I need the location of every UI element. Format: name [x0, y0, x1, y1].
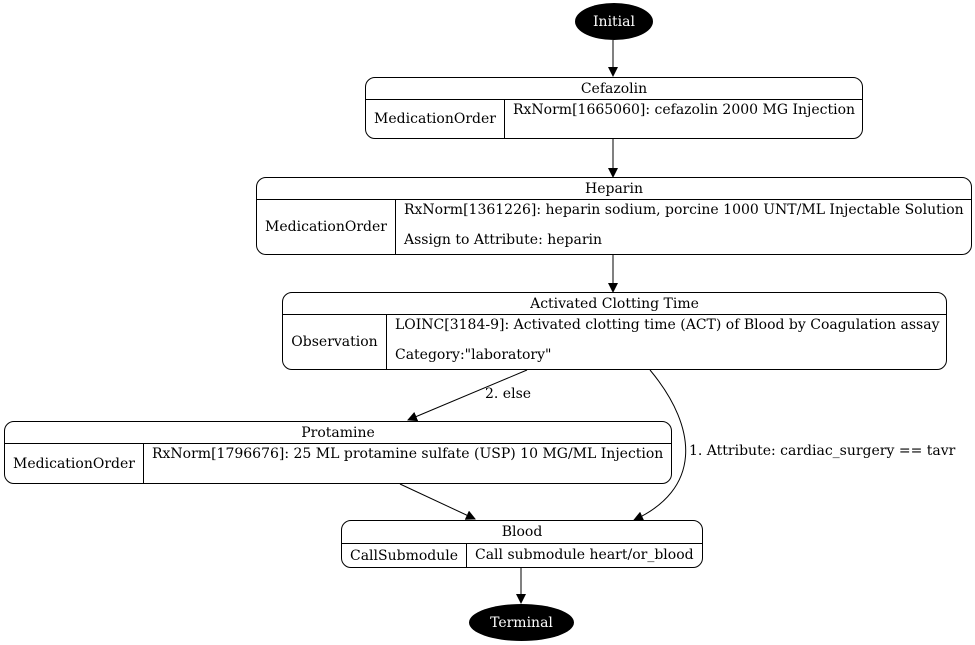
state-type: CallSubmodule [342, 544, 467, 567]
state-type: MedicationOrder [257, 200, 396, 254]
state-title: Cefazolin [366, 78, 862, 100]
edge-protamine-blood [399, 483, 476, 520]
state-details: Call submodule heart/or_blood [467, 544, 702, 567]
state-activated-clotting-time[interactable]: Activated Clotting Time Observation LOIN… [282, 292, 947, 370]
initial-label: Initial [593, 13, 635, 30]
state-details: LOINC[3184-9]: Activated clotting time (… [387, 315, 946, 369]
state-type: MedicationOrder [5, 444, 144, 483]
terminal-label: Terminal [490, 614, 553, 631]
detail-line: Assign to Attribute: heparin [404, 232, 603, 248]
detail-line: LOINC[3184-9]: Activated clotting time (… [395, 317, 940, 333]
state-cefazolin[interactable]: Cefazolin MedicationOrder RxNorm[1665060… [365, 77, 863, 139]
edge-label-else: 2. else [485, 386, 532, 402]
state-type: MedicationOrder [366, 100, 505, 138]
state-title: Heparin [257, 178, 971, 200]
detail-line: Category:"laboratory" [395, 347, 552, 363]
state-details: RxNorm[1796676]: 25 ML protamine sulfate… [144, 444, 671, 483]
detail-line: RxNorm[1361226]: heparin sodium, porcine… [404, 202, 964, 218]
state-title: Activated Clotting Time [283, 293, 946, 315]
initial-state[interactable]: Initial [575, 3, 653, 40]
terminal-state[interactable]: Terminal [469, 604, 574, 641]
state-title: Protamine [5, 422, 671, 444]
state-details: RxNorm[1361226]: heparin sodium, porcine… [396, 200, 971, 254]
edge-label-attribute: 1. Attribute: cardiac_surgery == tavr [689, 443, 956, 459]
state-details: RxNorm[1665060]: cefazolin 2000 MG Injec… [505, 100, 862, 138]
state-type: Observation [283, 315, 387, 369]
state-heparin[interactable]: Heparin MedicationOrder RxNorm[1361226]:… [256, 177, 972, 255]
state-blood[interactable]: Blood CallSubmodule Call submodule heart… [341, 520, 703, 568]
detail-line: RxNorm[1796676]: 25 ML protamine sulfate… [152, 446, 664, 462]
state-protamine[interactable]: Protamine MedicationOrder RxNorm[1796676… [4, 421, 672, 484]
state-title: Blood [342, 521, 702, 544]
detail-line: Call submodule heart/or_blood [475, 547, 694, 563]
detail-line: RxNorm[1665060]: cefazolin 2000 MG Injec… [513, 102, 856, 118]
